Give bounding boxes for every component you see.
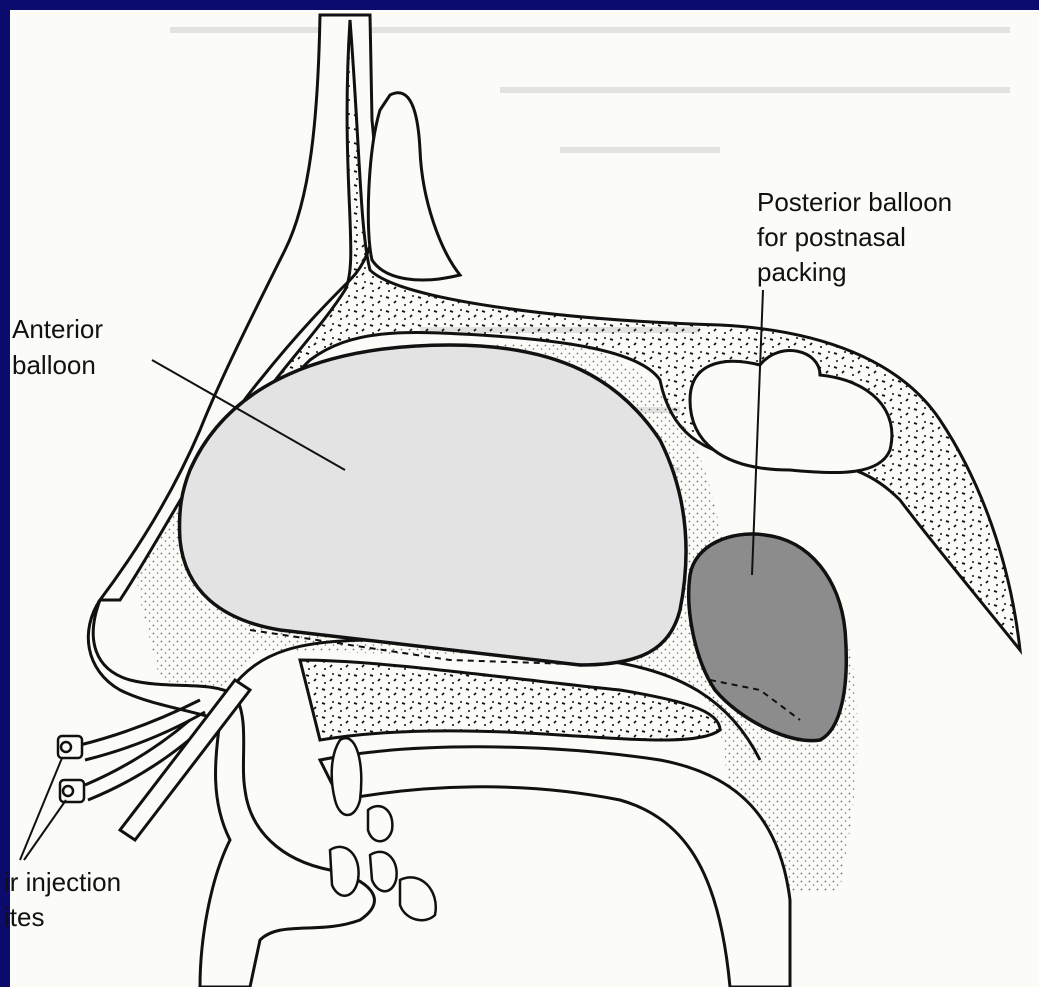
air-injection-label-line2: ites	[4, 902, 44, 932]
posterior-balloon-label-line1: Posterior balloon	[757, 187, 952, 217]
frontal-sinus	[368, 93, 460, 280]
air-leader-line-2	[24, 800, 66, 860]
anterior-balloon-label-line2: balloon	[12, 350, 96, 380]
anterior-balloon-label-line1: Anterior	[12, 314, 103, 344]
air-leader-line-1	[20, 758, 62, 860]
air-injection-valve-1	[58, 736, 82, 758]
anterior-balloon	[179, 345, 685, 665]
posterior-balloon-label-line3: packing	[757, 257, 847, 287]
air-injection-label-line1: ir injection	[4, 867, 121, 897]
posterior-balloon-label-line2: for postnasal	[757, 222, 906, 252]
air-injection-valve-2	[60, 780, 84, 802]
